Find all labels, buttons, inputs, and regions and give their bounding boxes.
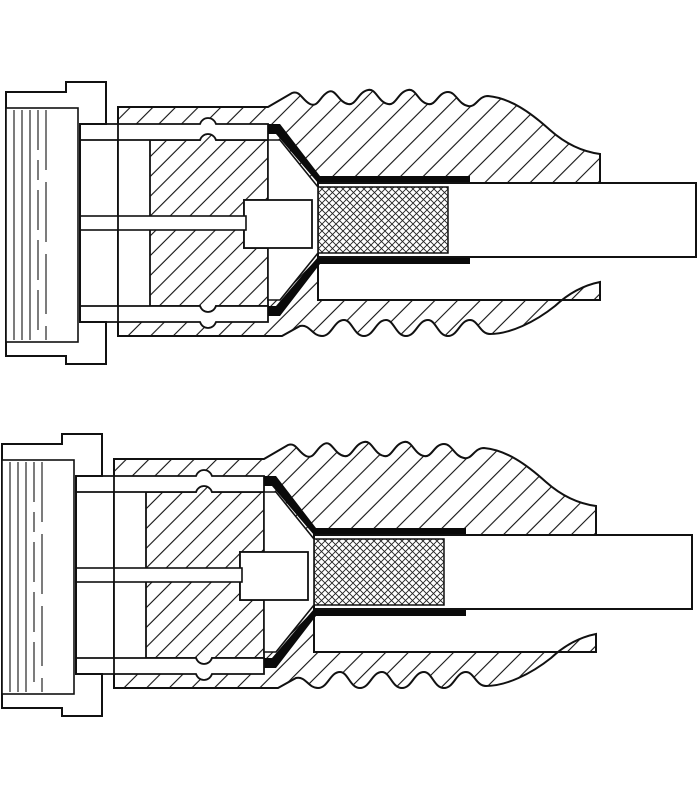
- connector-bottom: [1, 433, 693, 717]
- connector-top: [5, 81, 697, 365]
